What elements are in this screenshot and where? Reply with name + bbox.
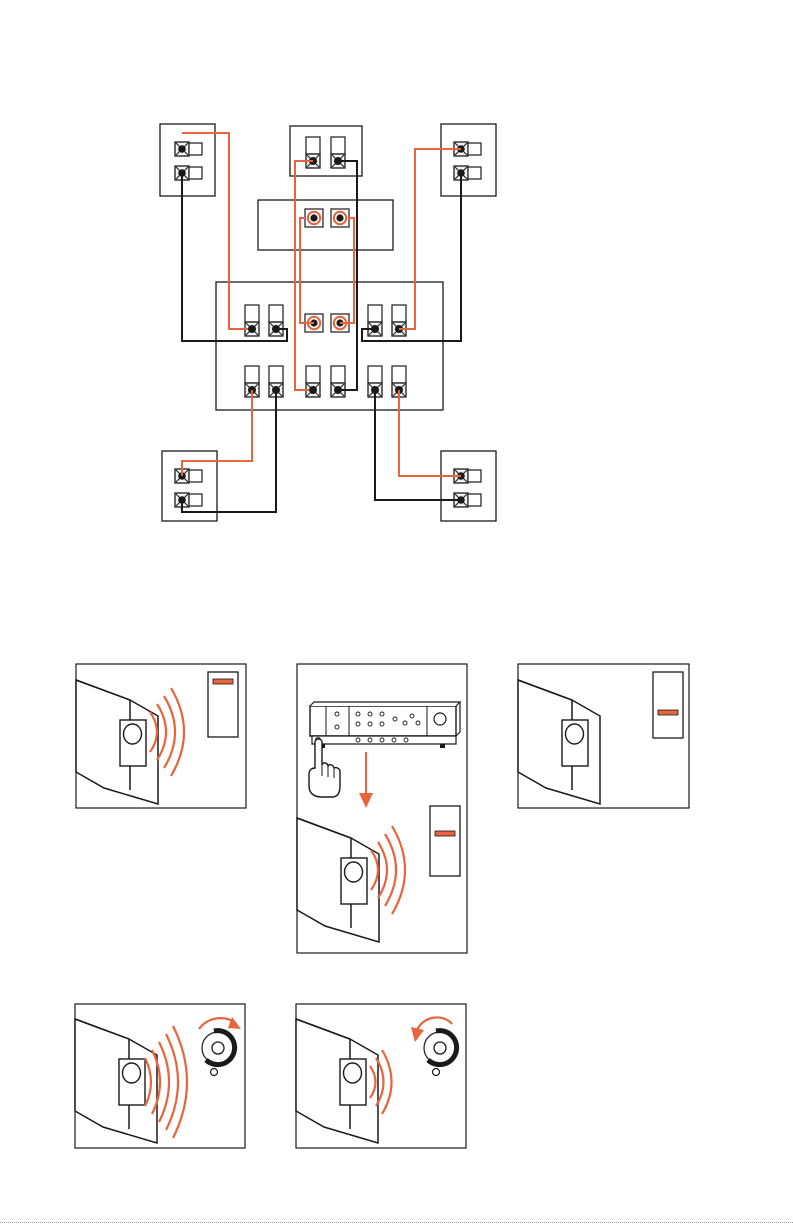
terminal-part [305, 209, 323, 227]
panel-test-tone-silent [518, 664, 689, 808]
terminal-part [306, 137, 320, 168]
panel-volume-up [75, 1004, 245, 1148]
panel-remote-trigger [297, 664, 467, 953]
terminal-part [189, 494, 202, 506]
terminal-part [392, 305, 406, 336]
terminal-part [245, 305, 259, 336]
terminal-part [269, 305, 283, 336]
terminal-part [331, 137, 345, 168]
terminal-part [331, 209, 349, 227]
front-right-speaker [441, 124, 496, 196]
level-switch-icon [430, 806, 460, 876]
panel-volume-down [296, 1004, 466, 1148]
front-left-speaker [160, 124, 215, 196]
terminal-part [368, 305, 382, 336]
terminal-part [468, 494, 481, 506]
terminal-part [189, 143, 202, 155]
receiver-back-panel [216, 282, 443, 410]
surround-right-speaker [441, 451, 496, 521]
panel-test-tone-loud [76, 664, 246, 808]
terminal-part [468, 470, 481, 482]
terminal-part [468, 167, 481, 179]
terminal-part [306, 366, 320, 397]
terminal-part [468, 143, 481, 155]
terminal-part [331, 366, 345, 397]
subwoofer-panel [258, 200, 393, 250]
receiver-icon [310, 702, 460, 748]
page-bottom-edge [0, 1222, 793, 1223]
level-switch-icon [653, 672, 683, 738]
level-switch-icon [208, 672, 238, 737]
terminal-part [175, 142, 189, 156]
terminal-part [189, 470, 202, 482]
terminal-part [189, 167, 202, 179]
center-speaker [290, 126, 362, 176]
speaker-wiring-diagram [160, 124, 496, 521]
